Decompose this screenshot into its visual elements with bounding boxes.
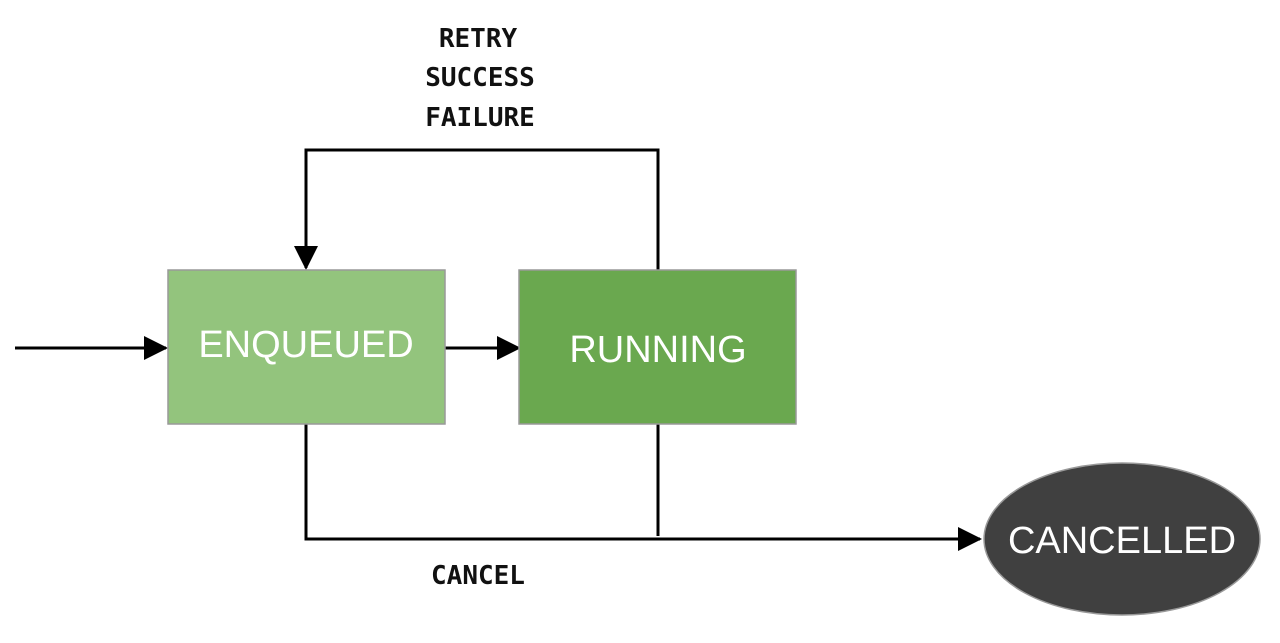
edge-label-success: SUCCESS [425,63,535,93]
node-enqueued-label: ENQUEUED [198,324,413,366]
edge-label-retry: RETRY [439,24,518,54]
edge-label-failure: FAILURE [425,103,535,133]
node-cancelled-ellipse [983,462,1261,616]
edge-label-cancel: CANCEL [431,561,525,591]
node-cancelled: CANCELLED [983,462,1261,616]
node-running-label: RUNNING [569,329,746,371]
node-running: RUNNING [518,269,797,425]
enqueued-cancel-path [304,424,982,551]
running-to-enqueued-loop-arrow [294,148,660,270]
node-enqueued-box [167,269,446,425]
node-cancelled-label: CANCELLED [1008,520,1236,562]
node-enqueued: ENQUEUED [167,269,446,425]
node-running-box [518,269,797,425]
